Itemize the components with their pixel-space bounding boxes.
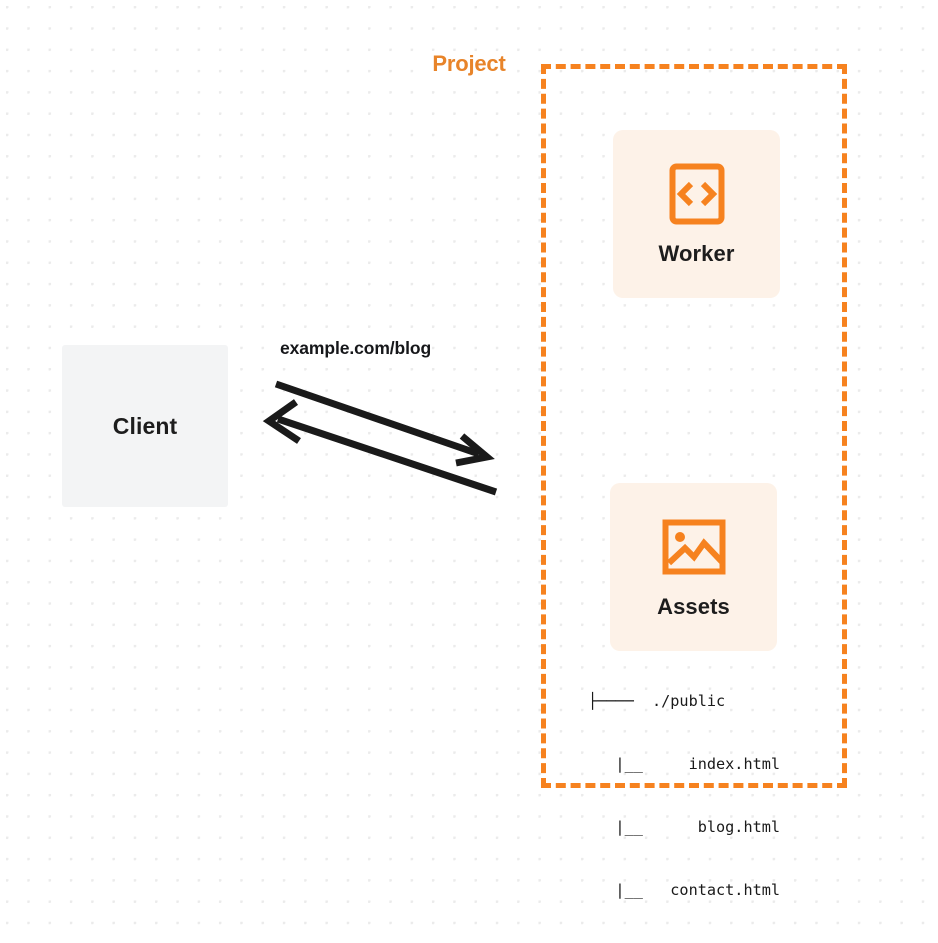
node-worker[interactable]: Worker — [613, 130, 780, 298]
request-arrow-icon — [274, 380, 495, 467]
assets-label: Assets — [657, 594, 730, 619]
worker-label: Worker — [658, 241, 735, 266]
diagram-canvas: Client example.com/blog Project Worker — [62, 51, 847, 899]
project-container — [541, 64, 847, 788]
client-label: Client — [112, 412, 178, 439]
file-tree-row-index: |__ index.html — [588, 755, 781, 773]
file-tree-row-root: ├──── ./public — [588, 692, 726, 710]
file-tree: ├──── ./public |__ index.html |__ blog.h… — [588, 649, 780, 943]
response-arrow-icon — [262, 399, 498, 496]
project-title: Project — [426, 51, 512, 77]
node-assets[interactable]: Assets — [610, 483, 777, 651]
node-client[interactable]: Client — [62, 345, 228, 507]
image-icon — [661, 514, 727, 580]
file-tree-row-contact: |__ contact.html — [588, 881, 781, 899]
connection-label: example.com/blog — [280, 338, 432, 358]
code-brackets-icon — [664, 161, 730, 227]
file-tree-row-blog: |__ blog.html — [588, 818, 781, 836]
